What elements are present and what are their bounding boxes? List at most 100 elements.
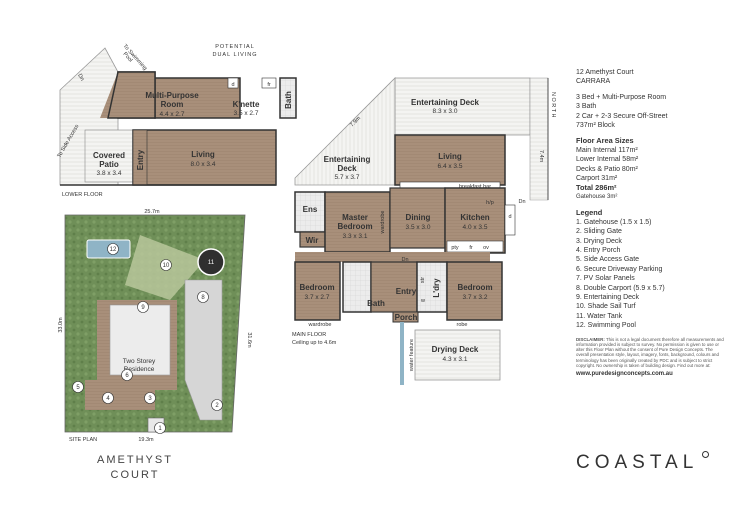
logo-ring-icon — [702, 451, 709, 458]
residence-label: Two Storey — [123, 358, 156, 365]
driveway — [184, 279, 223, 421]
site-marker-label-5: 5 — [76, 385, 80, 391]
room-ensuite — [294, 191, 326, 233]
porch — [392, 311, 419, 323]
site-marker-4 — [102, 392, 114, 404]
kitchen-side-bench — [504, 204, 516, 236]
site-marker-3 — [144, 392, 156, 404]
deck-left-dim: 5.7 x 3.7 — [335, 174, 360, 181]
amethyst-court-title: AMETHYST COURT — [70, 453, 200, 483]
lower-living-label: Living — [191, 150, 215, 159]
deck-top-label: Entertaining Deck — [411, 98, 480, 107]
site-marker-12 — [107, 243, 119, 255]
site-marker-label-10: 10 — [163, 263, 170, 269]
patio-dim: 3.8 x 3.4 — [97, 170, 122, 177]
bed3-label: Bedroom — [457, 283, 492, 292]
wardrobe-label: wardrobe — [380, 211, 386, 235]
breakfast-bar-label: breakfast bar — [459, 184, 491, 190]
master-label-2: Bedroom — [337, 222, 372, 231]
area-row: Decks & Patio 80m² — [576, 165, 638, 173]
dining-label: Dining — [406, 213, 431, 222]
mpr-label: Multi-Purpose — [145, 91, 199, 100]
covered-patio — [84, 129, 134, 183]
main-dn-label: Dn — [401, 257, 408, 263]
knette-dim: 3.5 x 2.7 — [234, 110, 259, 117]
site-marker-label-11: 11 — [208, 260, 215, 266]
north-label: NORTH — [550, 92, 556, 119]
title-line-1: AMETHYST — [97, 454, 173, 466]
drying-deck — [414, 329, 501, 381]
legend-item: 2. Sliding Gate — [576, 228, 622, 236]
potential-label: POTENTIAL — [215, 44, 255, 50]
kitchen-label: Kitchen — [460, 213, 489, 222]
w-label: w — [420, 298, 425, 304]
bed2-dim: 3.7 x 2.7 — [305, 294, 330, 301]
knette-label: K'nette — [233, 100, 260, 109]
site-marker-label-3: 3 — [148, 396, 152, 402]
lower-floor-label: LOWER FLOOR — [62, 192, 103, 198]
website-link[interactable]: www.puredesignconcepts.com.au — [576, 371, 673, 378]
site-marker-label-2: 2 — [215, 403, 219, 409]
spec-item: 737m² Block — [576, 122, 615, 130]
site-marker-11 — [205, 256, 217, 268]
site-plan-label: SITE PLAN — [69, 437, 97, 443]
site-marker-label-8: 8 — [201, 295, 205, 301]
ldry-label: L'dry — [432, 278, 441, 298]
legend-item: 9. Entertaining Deck — [576, 293, 640, 301]
room-living — [394, 134, 506, 186]
dual-living-label: DUAL LIVING — [212, 52, 257, 58]
lower-floor-plan — [59, 47, 297, 186]
room-dining — [389, 187, 446, 249]
spec-item: 2 Car + 2-3 Secure Off-Street — [576, 112, 668, 120]
legend-item: 5. Side Access Gate — [576, 256, 640, 264]
spec-item: 3 Bath — [576, 103, 597, 111]
living-label: Living — [438, 152, 462, 161]
site-marker-label-1: 1 — [158, 426, 162, 432]
area-total: Total 286m² — [576, 183, 617, 193]
deck-left-label-2: Deck — [337, 164, 357, 173]
pty-label: pty — [451, 245, 459, 251]
deck-top-dim: 8.3 x 3.0 — [433, 108, 458, 115]
wardrobe2-label: wardrobe — [308, 322, 332, 328]
disclaimer-label: DISCLAIMER: — [576, 336, 605, 342]
water-feature-label: water feature — [409, 339, 415, 372]
title-line-2: COURT — [110, 469, 160, 481]
to-pool-label-2: Pool — [122, 51, 134, 63]
legend-item: 12. Swimming Pool — [576, 322, 636, 330]
side-dn-label: Dn — [518, 199, 525, 205]
patio-label: Covered — [93, 151, 125, 160]
bed2-label: Bedroom — [299, 283, 334, 292]
site-marker-8 — [197, 291, 209, 303]
site-marker-6 — [121, 369, 133, 381]
site-marker-10 — [160, 259, 172, 271]
main-bath-label: Bath — [367, 299, 385, 308]
area-row: Carport 31m² — [576, 175, 618, 183]
room-bedroom-3 — [446, 261, 503, 321]
patio-label-2: Patio — [99, 160, 119, 169]
disclaimer-text: This is not a legal document therefore a… — [576, 336, 724, 369]
lower-bath-label: Bath — [284, 91, 293, 109]
fr-label: fr — [469, 245, 473, 251]
site-marker-9 — [137, 301, 149, 313]
main-floor-plan — [294, 77, 549, 385]
legend-item: 10. Shade Sail Turf — [576, 303, 636, 311]
deck-side — [529, 77, 549, 201]
mpr-label-2: Room — [161, 100, 184, 109]
site-marker-1 — [154, 422, 166, 434]
mpr-dim: 4.4 x 2.7 — [160, 111, 185, 118]
residence-roof — [109, 304, 171, 376]
site-marker-label-9: 9 — [141, 305, 145, 311]
hallway — [295, 252, 490, 262]
legend-item: 3. Drying Deck — [576, 237, 622, 245]
dim-74: 7.4m — [538, 150, 544, 163]
legend-item: 6. Secure Driveway Parking — [576, 265, 663, 273]
room-laundry — [416, 261, 448, 313]
entry-label: Entry — [396, 287, 417, 296]
legend-item: 1. Gatehouse (1.5 x 1.5) — [576, 218, 652, 226]
wir-label: Wir — [306, 236, 319, 245]
site-marker-label-12: 12 — [110, 247, 117, 253]
master-label: Master — [342, 213, 368, 222]
site-width-bottom: 19.3m — [138, 437, 154, 443]
